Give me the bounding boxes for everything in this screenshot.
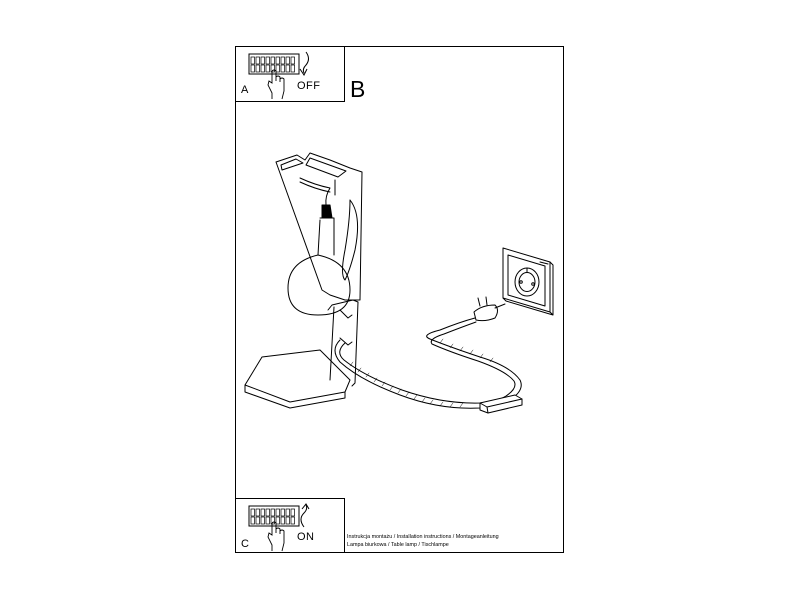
caption-line-2: Lampa biurkowa / Table lamp / Tischlampe [347, 542, 449, 548]
step-a-switch-label: OFF [297, 80, 321, 92]
hand-icon [267, 69, 285, 100]
step-b-letter: B [350, 76, 366, 102]
rotate-arrow-icon [300, 503, 310, 528]
fuse-box-icon [248, 505, 300, 527]
hand-icon [267, 521, 285, 552]
caption-line-1: Instrukcja montażu / Installation instru… [347, 534, 499, 540]
step-c-panel: C ON [235, 498, 345, 553]
step-c-switch-label: ON [297, 531, 315, 543]
step-a-letter: A [241, 84, 249, 96]
step-c-letter: C [241, 538, 249, 550]
step-a-panel: A OFF [235, 46, 345, 102]
rotate-arrow-icon [299, 51, 309, 76]
fuse-box-icon [248, 53, 300, 75]
instruction-sheet [235, 46, 564, 553]
